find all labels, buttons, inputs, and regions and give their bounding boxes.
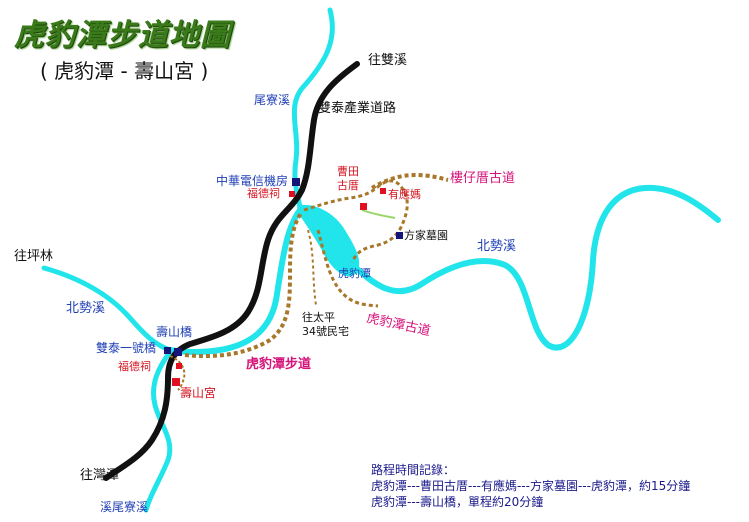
label-caotian-house: 曹田 古厝 [337, 165, 359, 192]
label-to-taiping: 往太平 34號民宅 [302, 311, 349, 338]
map-subtitle: ( 虎豹潭 - 壽山宮 ) [40, 59, 209, 83]
hubaotan-old-trail-route [316, 229, 379, 308]
map-title: 虎豹潭步道地圖 [14, 18, 231, 53]
label-to-pinglin: 往坪林 [14, 249, 54, 264]
hubaotan-pool [298, 204, 360, 277]
label-hubaotan-trail: 虎豹潭步道 [246, 357, 312, 372]
label-hubaotan: 虎豹潭 [338, 267, 371, 280]
label-shoushan-bridge: 壽山橋 [156, 325, 193, 339]
label-shuangtai-bridge: 雙泰一號橋 [96, 341, 157, 355]
label-fude-temple-north: 福德祠 [247, 187, 280, 200]
label-weiliao-creek: 尾寮溪 [254, 93, 291, 107]
label-xiweiliao-creek: 溪尾寮溪 [100, 500, 149, 514]
shoushan-bridge-marker [174, 348, 182, 356]
label-youying-ma: 有應媽 [388, 188, 421, 201]
beishi-creek-main-river [167, 207, 303, 355]
label-to-wanwan: 往灣潭 [80, 468, 120, 483]
fang-cemetery-marker [396, 232, 403, 239]
notes-line-1: 虎豹潭---曹田古厝---有應媽---方家墓園---虎豹潭，約15分鐘 [371, 479, 691, 493]
shuangtai-bridge-marker [164, 347, 171, 354]
label-lourouzai-trail: 樓仔厝古道 [450, 171, 516, 186]
lourouzai-trail-route [370, 172, 449, 190]
xiweiliao-creek-river [143, 349, 173, 513]
label-beishi-creek-east: 北勢溪 [477, 239, 517, 254]
hubaotan-trail-route [184, 210, 304, 359]
weiliao-creek-river [291, 7, 335, 213]
shoushan-temple-marker [172, 378, 180, 386]
label-fang-cemetery: 方家墓園 [404, 229, 448, 242]
notes-line-2: 虎豹潭---壽山橋，單程約20分鐘 [371, 495, 544, 509]
chunghwa-telecom-marker [292, 178, 300, 186]
shuangtai-road [103, 61, 360, 481]
beishi-creek-west-river [41, 265, 173, 353]
label-to-shuangxi: 往雙溪 [368, 53, 408, 68]
youying-ma-marker [380, 188, 386, 194]
label-shuangtai-road: 雙泰產業道路 [318, 101, 397, 116]
fude-temple-south-marker [176, 363, 182, 369]
route-time-notes: 路程時間記錄： 虎豹潭---曹田古厝---有應媽---方家墓園---虎豹潭，約1… [371, 462, 690, 510]
label-fude-temple-south: 福德祠 [118, 360, 151, 373]
fude-temple-north-marker [289, 191, 295, 197]
label-shoushan-temple: 壽山宮 [180, 386, 217, 400]
label-beishi-creek-west: 北勢溪 [66, 301, 106, 316]
taiping-side-trail [307, 229, 317, 306]
notes-heading: 路程時間記錄： [371, 463, 456, 477]
loop-trail-route [303, 179, 409, 263]
label-chunghwa-telecom: 中華電信機房 [216, 174, 289, 188]
beishi-creek-east-river [353, 184, 721, 351]
youying-ma-path [361, 209, 396, 219]
caotian-house-marker [360, 203, 367, 210]
